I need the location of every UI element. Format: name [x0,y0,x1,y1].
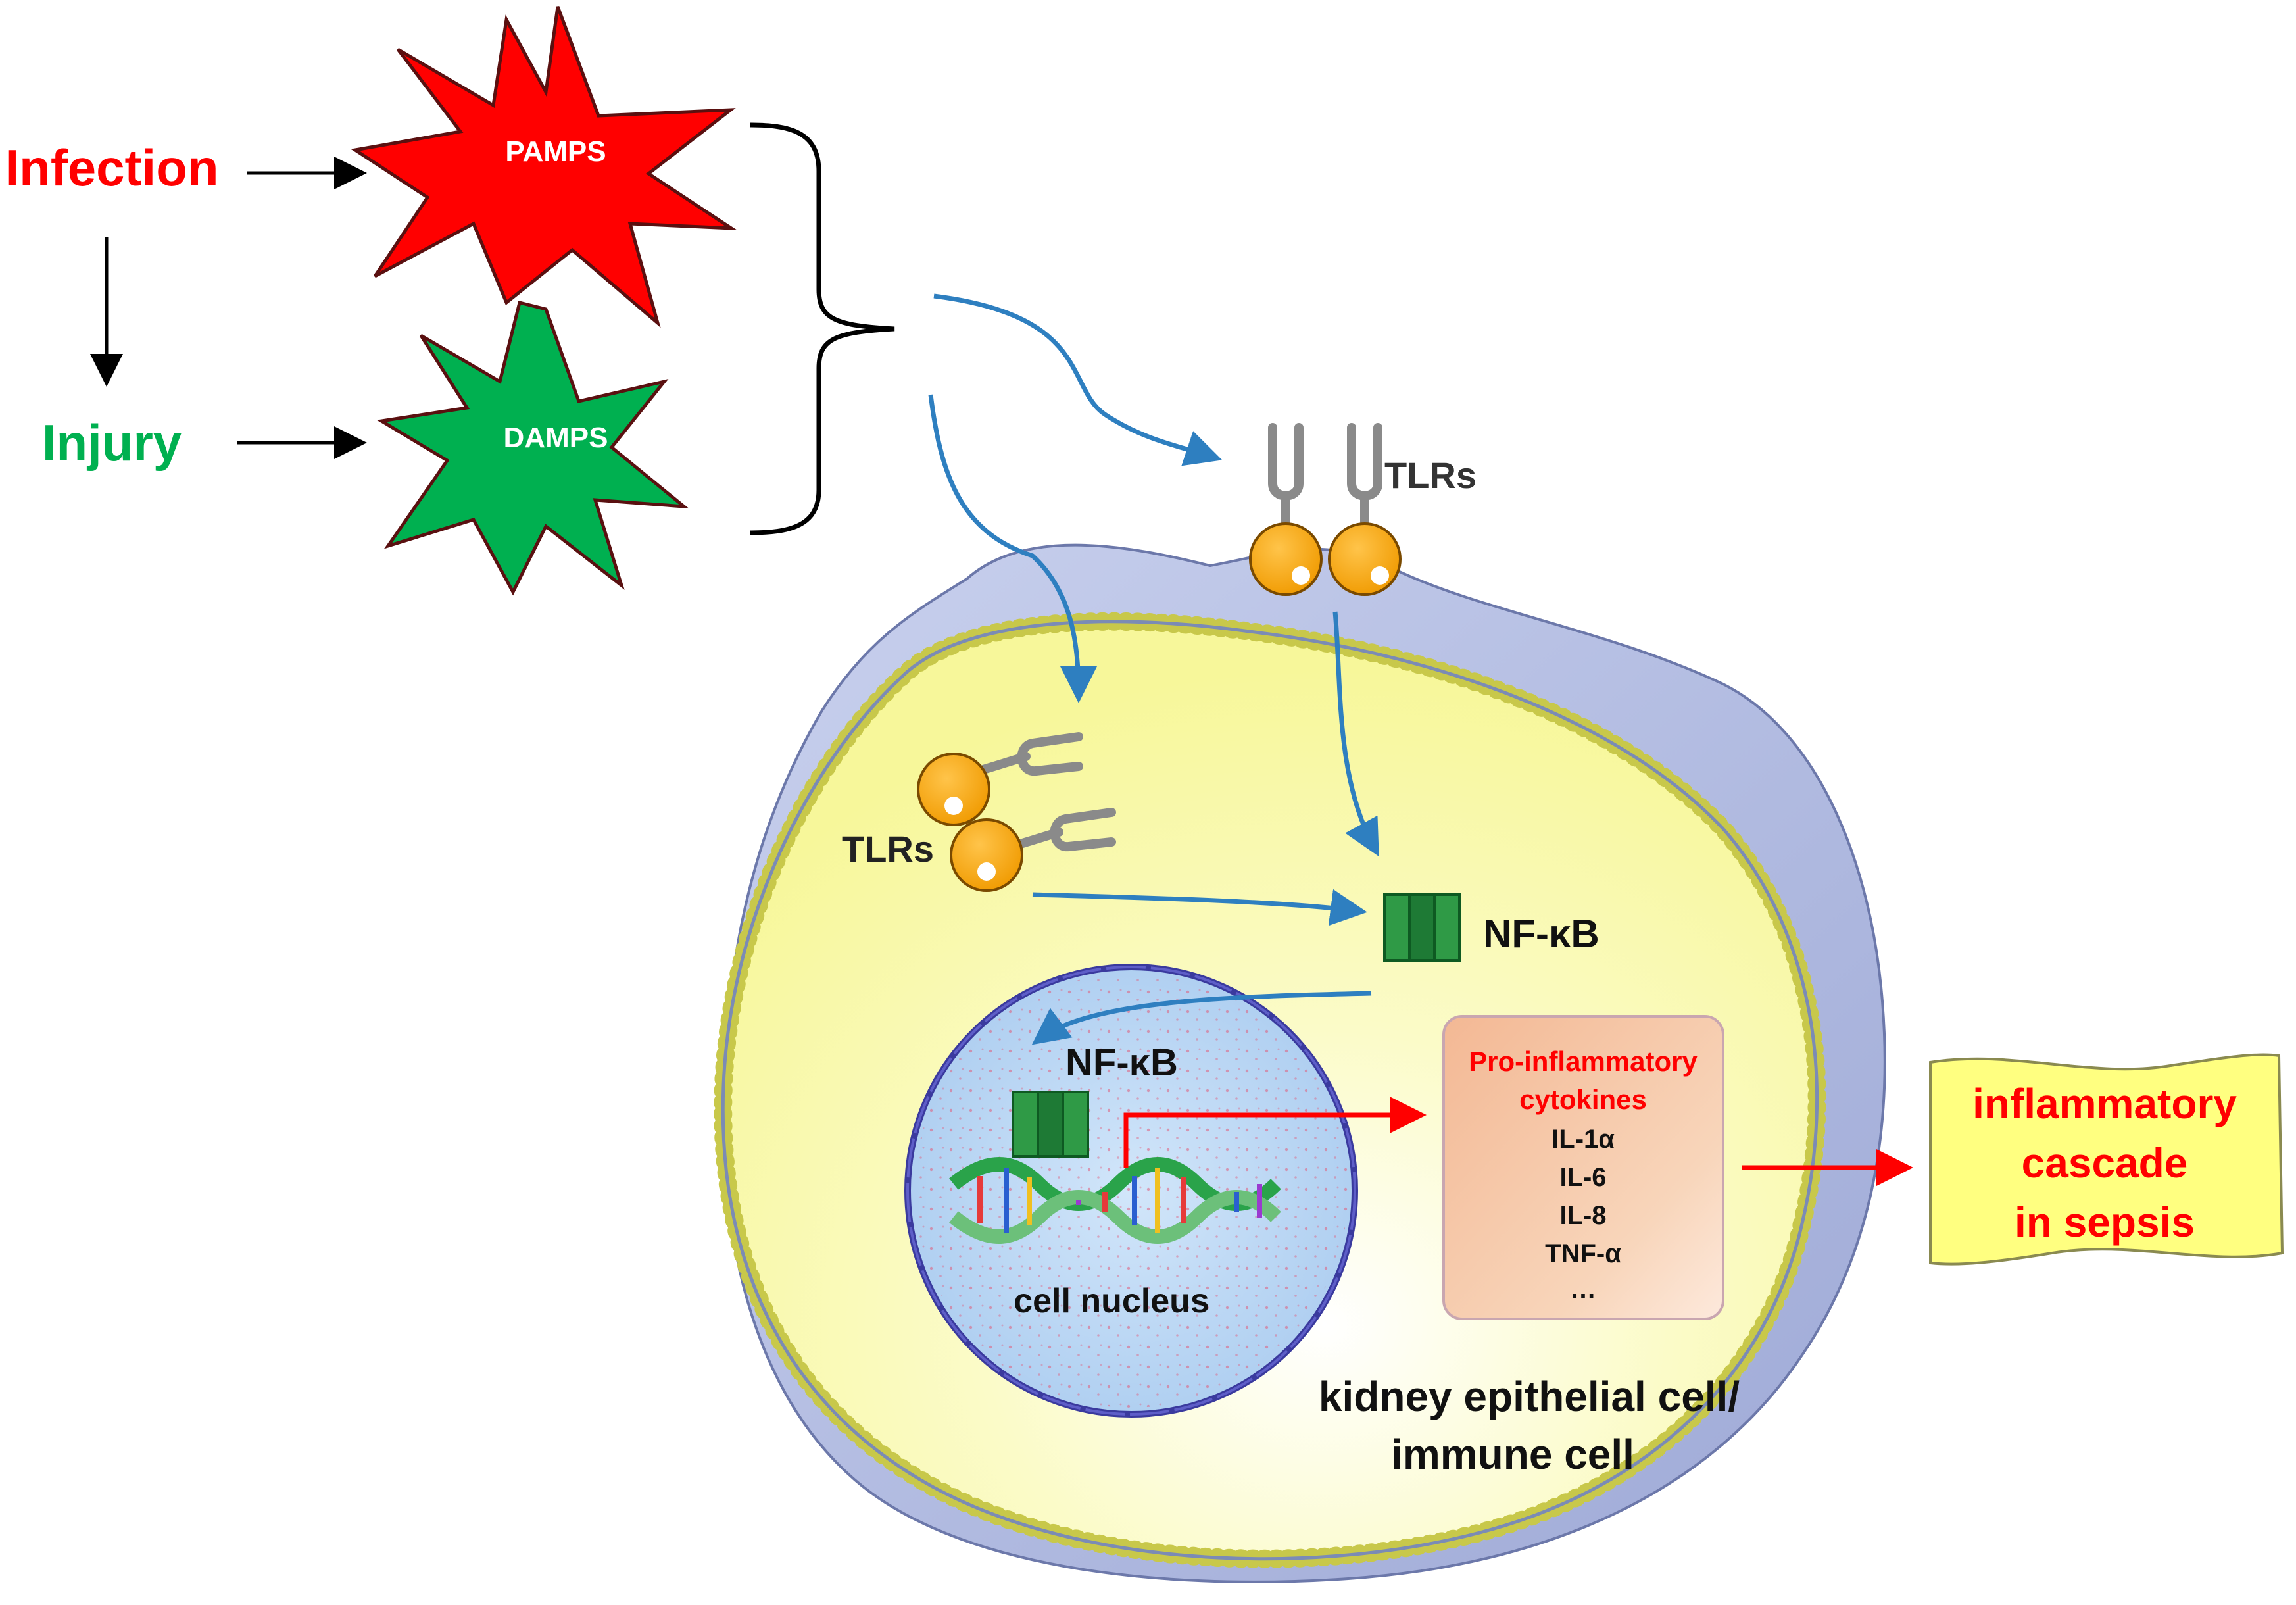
surface-tlr-receptors [1249,423,1402,596]
cell-type-line1: kidney epithelial cell/ [1319,1373,1740,1420]
cytokine-item: … [1570,1275,1596,1304]
arrow-surface-tlrs-to-nfkb [1332,611,1379,857]
outcome-box [1929,1053,2284,1266]
pamps-label: PAMPS [505,136,606,168]
cell-type-line2: immune cell [1391,1431,1634,1478]
damps-starburst [376,300,689,596]
arrow-internal-tlrs-to-nfkb [1032,889,1367,926]
cytokine-item: IL-8 [1559,1201,1606,1230]
grouping-brace [749,122,895,535]
cytokine-item: TNF-α [1545,1239,1621,1268]
cytoplasm-membrane-inner [721,620,1819,1561]
internal-tlrs-label: TLRs [842,828,934,870]
cytokines-title-line2: cytokines [1519,1084,1647,1115]
nfkb-cytoplasm-icon [1383,893,1461,962]
cytokine-item: IL-6 [1559,1163,1606,1192]
infection-label: Infection [5,139,219,197]
cytokine-box [1442,1015,1724,1320]
outcome-line3: in sepsis [2015,1198,2195,1246]
surface-tlrs-label: TLRs [1384,455,1477,496]
cytokines-title-line1: Pro-inflammatory [1469,1046,1698,1077]
outcome-line2: cascade [2022,1139,2188,1187]
cell-nucleus [904,964,1358,1418]
pamps-starburst [351,6,737,328]
nfkb-nucleus-icon [1012,1091,1089,1158]
nfkb-nucleus-label: NF-κB [1065,1041,1178,1084]
dna-helix [949,1157,1281,1244]
injury-label: Injury [42,414,182,472]
outcome-line1: inflammatory [1972,1080,2237,1127]
arrow-to-internal-tlrs [928,394,1097,703]
damps-label: DAMPS [504,422,608,454]
arrow-to-surface-tlrs [933,293,1223,466]
arrow-nfkb-to-nucleus [1031,991,1372,1045]
arrow-gene-to-cytokines [1123,1097,1427,1168]
internal-tlr-receptors [917,732,1116,892]
cell-nucleus-label: cell nucleus [1014,1282,1209,1320]
cytokine-item: IL-1α [1551,1125,1615,1154]
nfkb-cytoplasm-label: NF-κB [1483,912,1600,956]
